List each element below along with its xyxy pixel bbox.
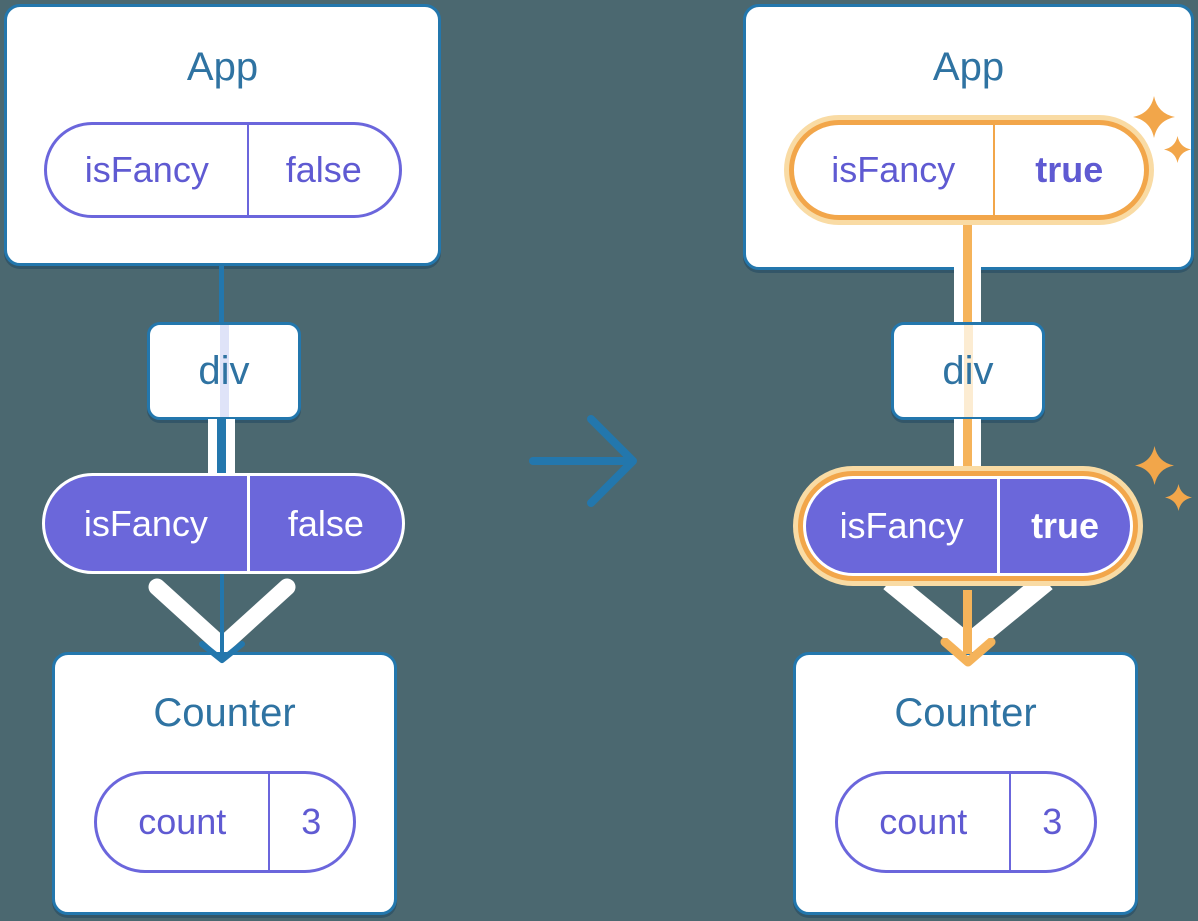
context-pipe-faded-left — [219, 325, 229, 417]
context-pipe-right-rail — [972, 419, 981, 472]
state-value: true — [1035, 149, 1104, 190]
arrow-head-icon-right — [940, 638, 996, 667]
prop-pipe-left-rail — [208, 419, 217, 476]
counter-node-card-left: Counter count 3 — [52, 652, 397, 915]
prop-key: isFancy — [806, 479, 1001, 573]
state-key: count — [838, 774, 1012, 870]
counter-node-title: Counter — [153, 691, 296, 735]
state-key: isFancy — [794, 125, 995, 215]
state-value: 3 — [301, 801, 322, 842]
counter-node-card-right: Counter count 3 — [793, 652, 1138, 915]
prop-key: isFancy — [45, 476, 250, 571]
prop-value: true — [1031, 505, 1100, 546]
context-pipe-orange-arrow-line — [963, 590, 972, 654]
sparkles-icon — [1135, 446, 1192, 511]
prop-pill-left: isFancy false — [42, 473, 405, 574]
app-node-title: App — [932, 45, 1005, 89]
prop-pipe-right-rail — [226, 419, 235, 476]
counter-state-pill-left: count 3 — [93, 771, 356, 873]
counter-node-title: Counter — [894, 691, 1037, 735]
arrow-head-icon-left — [199, 641, 245, 663]
app-node-card-left: App isFancy false — [4, 4, 441, 266]
state-value: false — [285, 149, 362, 190]
div-node-title: div — [198, 349, 250, 393]
app-node-title: App — [186, 45, 259, 89]
state-value: 3 — [1042, 801, 1063, 842]
prop-pill-right-highlighted: isFancy true — [803, 476, 1133, 576]
tree-edge-app-div-left — [219, 264, 224, 324]
sparkles-icon — [1133, 96, 1191, 163]
context-pipe-faded-right — [963, 325, 973, 417]
tree-edge-div-counter-left — [217, 419, 226, 476]
app-state-pill-left: isFancy false — [43, 122, 402, 218]
arrow-right-icon — [529, 415, 637, 507]
div-node-title: div — [942, 349, 994, 393]
state-key: count — [97, 774, 271, 870]
context-pipe-left-rail — [954, 250, 963, 324]
app-node-card-right: App isFancy true — [743, 4, 1194, 270]
counter-state-pill-right: count 3 — [834, 771, 1097, 873]
context-pipe-right-rail — [972, 250, 981, 324]
div-node-card-left: div — [147, 322, 301, 420]
div-node-card-right: div — [891, 322, 1045, 420]
prop-value: false — [287, 502, 364, 544]
state-key: isFancy — [47, 125, 250, 215]
context-pipe-orange-div-pill — [963, 419, 972, 472]
context-pipe-orange-app-div — [963, 225, 972, 324]
tree-edge-arrow-line-left — [220, 574, 224, 656]
app-state-pill-right-highlighted: isFancy true — [788, 120, 1149, 220]
context-pipe-left-rail — [954, 419, 963, 472]
